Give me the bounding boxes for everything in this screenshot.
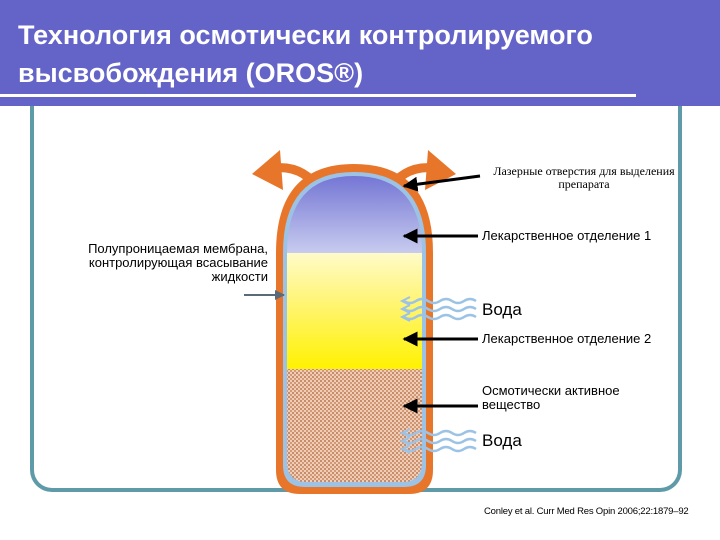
label-water-1: Вода [482, 300, 522, 319]
label-drug-compartment-2: Лекарственное отделение 2 [482, 331, 652, 346]
label-semipermeable-membrane: Полупроницаемая мембрана, контролирующая… [88, 241, 268, 284]
pointer-laser-holes [402, 174, 481, 192]
title-underline [0, 94, 636, 97]
citation: Conley et al. Curr Med Res Opin 2006;22:… [484, 506, 689, 517]
label-water-2: Вода [482, 431, 522, 450]
osmotic-layer [287, 369, 422, 482]
title-bar: Технология осмотически контролируемого в… [0, 0, 720, 106]
water-arrows-lower [399, 428, 477, 454]
label-laser-holes: Лазерные отверстия для выделения препара… [493, 164, 675, 191]
water-arrows-upper [399, 296, 477, 322]
label-drug-compartment-1: Лекарственное отделение 1 [482, 228, 652, 243]
slide-title: Технология осмотически контролируемого в… [18, 20, 593, 88]
label-osmotic-agent: Осмотически активное вещество [482, 383, 620, 412]
drug-compartment-2 [287, 253, 422, 369]
